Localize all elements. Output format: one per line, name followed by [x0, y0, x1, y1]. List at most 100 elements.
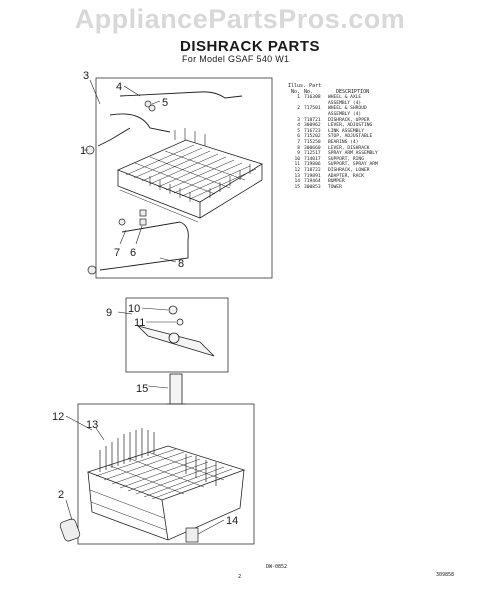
row-part-no: 300853	[304, 184, 321, 190]
parts-table-row: 1 716308 WHEEL & AXLE	[288, 95, 468, 101]
page-subtitle: For Model GSAF 540 W1	[182, 54, 290, 64]
row-illus-no: 2	[297, 106, 300, 112]
header-description: DESCRIPTION	[336, 88, 370, 95]
row-part-no: 716308	[304, 95, 321, 101]
row-illus-no: 4	[297, 123, 300, 129]
leader-lines	[65, 79, 225, 535]
row-part-no: 719891	[304, 173, 321, 179]
row-part-no: 718721	[304, 117, 321, 123]
callout-14: 14	[226, 515, 238, 527]
page-title: DISHRACK PARTS	[180, 38, 321, 55]
row-description: LEVER, DISHRACK	[328, 145, 370, 151]
row-illus-no: 9	[297, 151, 300, 157]
row-description: ADAPTER, RACK	[328, 173, 364, 179]
upper-rack-frame	[95, 77, 273, 279]
row-illus-no: 8	[297, 145, 300, 151]
parts-table-row: 6 715202 STOP, ADJUSTABLE	[288, 134, 468, 140]
callout-labels: 3 4 5 1 7 6 8 9 10 11 15 12 13 2 14	[52, 70, 238, 527]
watermark: AppliancePartsPros.com	[74, 4, 406, 34]
callout-9: 9	[106, 307, 112, 319]
row-part-no: 715250	[304, 139, 321, 145]
row-illus-no: 10	[294, 156, 300, 162]
callout-13: 13	[86, 419, 98, 431]
row-description: WHEEL & SHROUD	[328, 106, 367, 112]
callout-8: 8	[178, 258, 184, 270]
row-illus-no: 5	[297, 128, 300, 134]
row-illus-no: 3	[297, 117, 300, 123]
parts-table-row: 9 712517 SPRAY ARM ASSEMBLY	[288, 151, 468, 157]
row-illus-no: 15	[294, 184, 300, 190]
wheel-icon	[87, 265, 97, 275]
parts-table-row: 13 719891 ADAPTER, RACK	[288, 174, 468, 180]
row-part-no: 714017	[304, 156, 321, 162]
row-illus-no: 1	[297, 95, 300, 101]
parts-table-header-row: No. No. DESCRIPTION	[288, 88, 468, 96]
row-part-no: 719464	[304, 179, 321, 185]
callout-10: 10	[128, 303, 140, 315]
header-illus-no: No.	[290, 88, 300, 95]
row-description-continued: ASSEMBLY (4)	[328, 111, 362, 117]
parts-table-row: 8 300660 LEVER, DISHRACK	[288, 146, 468, 152]
parts-table-row: 5 716723 LINK ASSEMBLY	[288, 129, 468, 135]
row-illus-no: 6	[297, 134, 300, 140]
row-description: DISHRACK, LOWER	[328, 167, 370, 173]
parts-table-row: 2 717501 WHEEL & SHROUD	[288, 106, 468, 112]
row-part-no: 712517	[304, 151, 321, 157]
row-illus-no: 13	[294, 173, 300, 179]
spray-arm-frame	[125, 297, 229, 373]
page-number: 2	[238, 574, 242, 580]
row-description-continued: ASSEMBLY (4)	[328, 100, 362, 106]
lower-dishrack	[86, 428, 246, 541]
small-parts-upper	[85, 100, 156, 275]
callout-2: 2	[58, 489, 64, 501]
parts-table-row: 11 719806 SUPPORT, SPRAY ARM	[288, 162, 468, 168]
row-description: LINK ASSEMBLY	[328, 128, 364, 134]
spray-arm	[136, 305, 215, 357]
tower	[166, 373, 186, 405]
callout-3: 3	[83, 70, 89, 82]
row-part-no: 719806	[304, 162, 321, 168]
small-parts-lower	[59, 518, 199, 543]
diagram-code: DW-0852	[266, 564, 288, 570]
row-description: LEVER, ADJUSTING	[328, 123, 373, 129]
callout-1: 1	[80, 145, 86, 157]
row-description: BUMPER	[328, 179, 345, 185]
parts-table-row: 12 718722 DISHRACK, LOWER	[288, 168, 468, 174]
row-description: SPRAY ARM ASSEMBLY	[328, 151, 378, 157]
callout-5: 5	[162, 97, 168, 109]
row-description: DISHRACK, UPPER	[328, 117, 370, 123]
callout-11: 11	[134, 317, 145, 329]
row-illus-no: 12	[294, 167, 300, 173]
callout-6: 6	[130, 247, 136, 259]
upper-dishrack	[116, 128, 263, 223]
upper-rack-rails	[97, 91, 243, 271]
wheel-shroud-icon	[59, 518, 81, 542]
parts-table-row: 14 719464 BUMPER	[288, 179, 468, 185]
row-part-no: 717501	[304, 106, 321, 112]
callout-15: 15	[136, 383, 148, 395]
row-part-no: 300660	[304, 145, 321, 151]
parts-table-row: 10 714017 SUPPORT, RING	[288, 157, 468, 163]
row-description: SUPPORT, RING	[328, 156, 364, 162]
header-illus-part: Illus. Part	[288, 83, 322, 89]
row-description: SUPPORT, SPRAY ARM	[328, 162, 378, 168]
row-part-no: 718722	[304, 167, 321, 173]
parts-table-header-row: Illus. Part	[288, 83, 468, 90]
parts-table-row: 3 718721 DISHRACK, UPPER	[288, 118, 468, 124]
row-description: BEARING (4)	[328, 139, 359, 145]
row-illus-no: 11	[294, 162, 300, 168]
row-description: TOWER	[328, 184, 342, 190]
parts-table-row: 15 300853 TOWER	[288, 185, 468, 191]
row-illus-no: 7	[297, 139, 300, 145]
row-part-no: 716723	[304, 128, 321, 134]
row-description: WHEEL & AXLE	[328, 95, 362, 101]
parts-table-row: 7 715250 BEARING (4)	[288, 140, 468, 146]
row-illus-no: 14	[294, 179, 300, 185]
row-part-no: 715202	[304, 134, 321, 140]
callout-12: 12	[52, 411, 64, 423]
row-description: STOP, ADJUSTABLE	[328, 134, 373, 140]
